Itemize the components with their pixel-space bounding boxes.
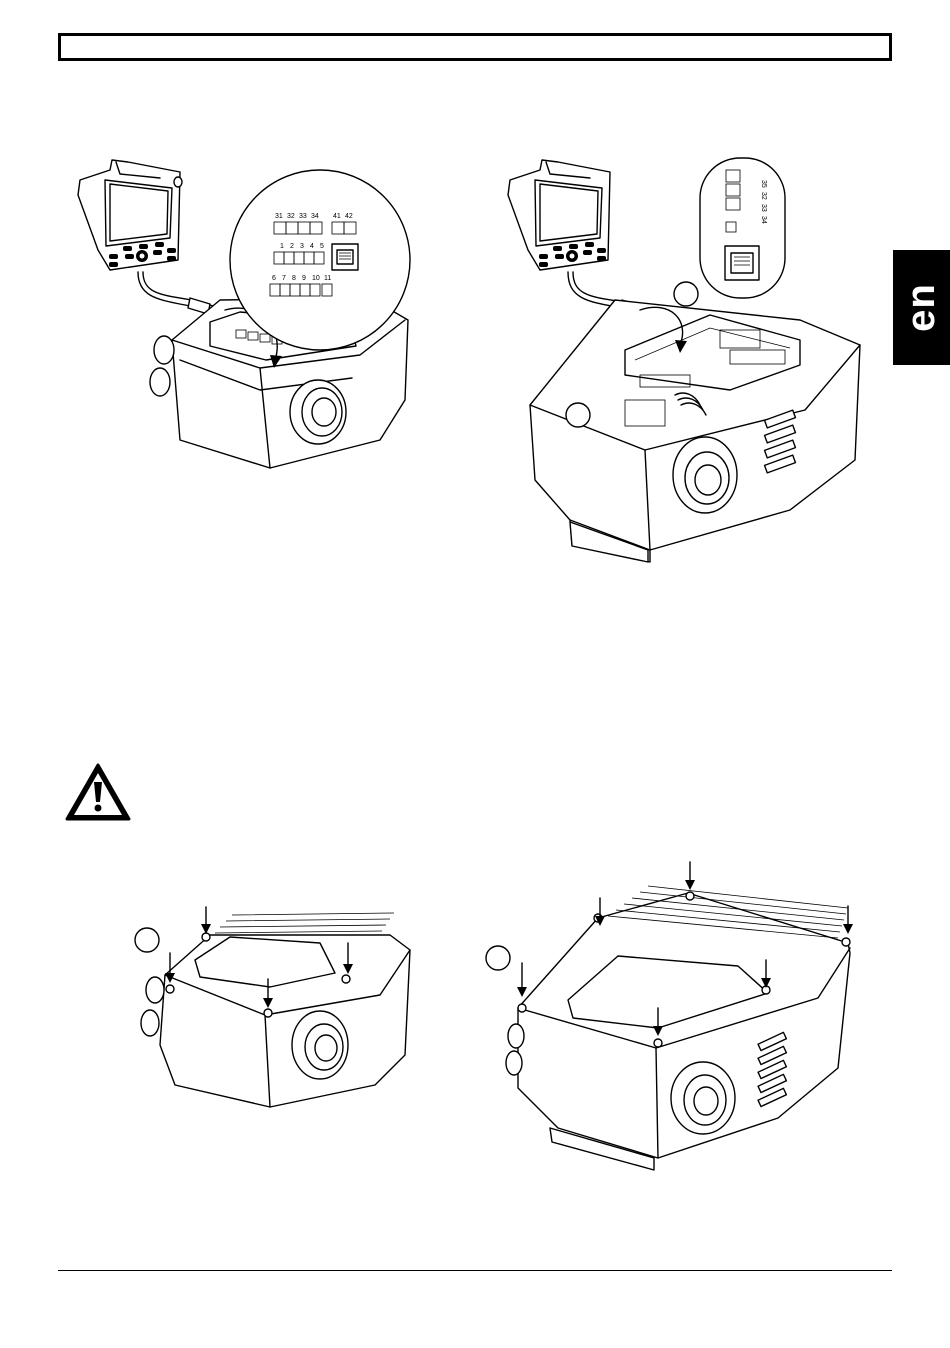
svg-text:33: 33 — [760, 204, 767, 212]
terminal-detail-magnifier: 35 32 33 34 — [700, 158, 785, 298]
step-circle — [486, 946, 510, 970]
header-bar — [58, 33, 892, 61]
language-tab[interactable]: en — [893, 250, 950, 365]
svg-text:31: 31 — [275, 213, 283, 220]
svg-text:2: 2 — [290, 243, 294, 250]
terminal-detail-magnifier: 31 32 33 34 41 42 1 2 3 4 5 6 — [230, 170, 410, 350]
drive-housing-open — [530, 282, 860, 562]
svg-text:11: 11 — [324, 275, 331, 282]
svg-text:34: 34 — [311, 213, 319, 220]
svg-text:32: 32 — [287, 213, 295, 220]
svg-text:41: 41 — [333, 213, 341, 220]
step-circle — [135, 928, 159, 952]
footer-rule — [58, 1270, 892, 1271]
svg-text:33: 33 — [299, 213, 307, 220]
figure-cover-screws-large — [478, 858, 868, 1178]
drive-housing-closed — [141, 913, 410, 1107]
drive-housing-closed — [506, 886, 850, 1170]
figure-keypad-connection-large: 35 32 33 34 — [500, 150, 870, 570]
figure-cover-screws-small — [120, 895, 420, 1125]
warning-triangle-icon — [64, 762, 132, 822]
svg-text:8: 8 — [292, 275, 296, 282]
svg-text:42: 42 — [345, 213, 353, 220]
svg-text:35: 35 — [760, 180, 767, 188]
language-tab-label: en — [899, 283, 944, 332]
svg-text:32: 32 — [760, 192, 767, 200]
svg-text:9: 9 — [302, 275, 306, 282]
svg-text:34: 34 — [760, 216, 767, 224]
svg-text:7: 7 — [282, 275, 286, 282]
keypad-icon — [508, 160, 610, 270]
figure-keypad-connection-small: 31 32 33 34 41 42 1 2 3 4 5 6 — [60, 150, 420, 475]
svg-text:10: 10 — [312, 275, 320, 282]
svg-text:4: 4 — [310, 243, 314, 250]
svg-text:5: 5 — [320, 243, 324, 250]
svg-text:1: 1 — [280, 243, 284, 250]
svg-text:3: 3 — [300, 243, 304, 250]
keypad-icon — [78, 160, 182, 270]
svg-text:6: 6 — [272, 275, 276, 282]
